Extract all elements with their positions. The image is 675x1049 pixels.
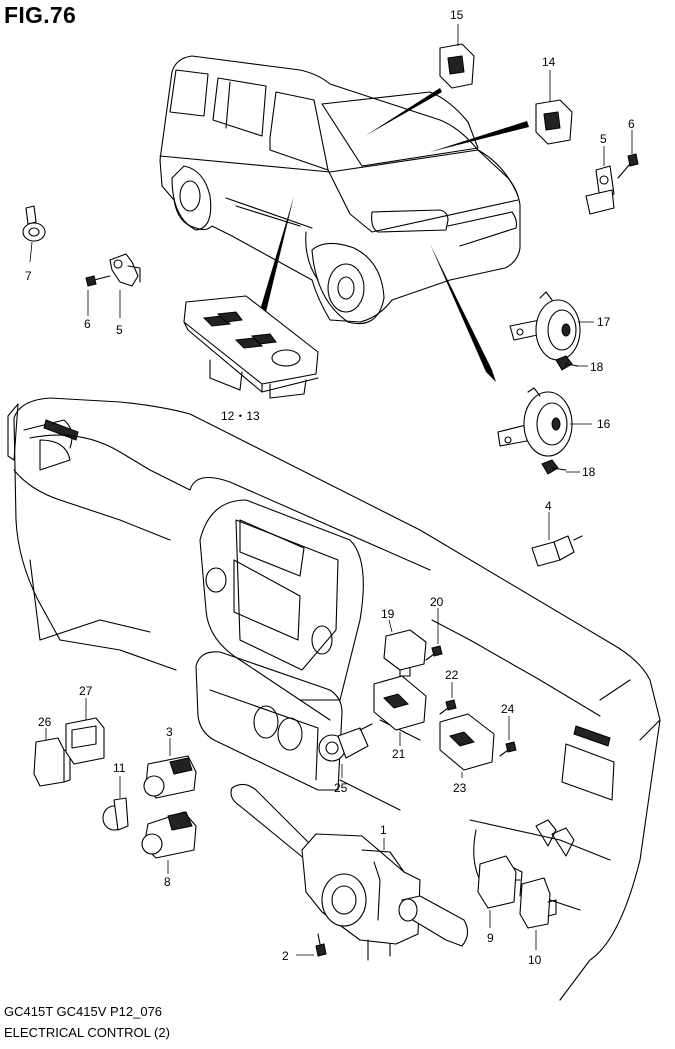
callout-12-13: 12・13 <box>221 409 260 423</box>
callout-26: 26 <box>38 715 52 729</box>
callout-16: 16 <box>597 417 611 431</box>
part-10-switch <box>519 877 557 950</box>
callout-7: 7 <box>25 269 32 283</box>
callout-21: 21 <box>392 747 406 761</box>
part-2-screw <box>296 933 327 957</box>
part-22-screw <box>439 682 457 715</box>
dashboard-illustration <box>7 397 661 1001</box>
callout-3: 3 <box>166 725 173 739</box>
callout-22: 22 <box>445 668 459 682</box>
part-24-screw <box>499 716 517 757</box>
callout-20: 20 <box>430 595 444 609</box>
callout-4: 4 <box>545 499 552 513</box>
callout-18-lower: 18 <box>582 465 596 479</box>
figure-title: FIG.76 <box>4 2 77 28</box>
part-26-plug <box>33 728 71 787</box>
part-5-sensor-right <box>585 146 615 215</box>
part-11-switch <box>102 776 129 831</box>
part-23-switch <box>439 713 495 778</box>
power-window-switch <box>183 295 319 399</box>
footer-model-code: GC415T GC415V P12_076 <box>4 1004 163 1019</box>
callout-25: 25 <box>334 781 348 795</box>
part-1-combination-switch <box>230 783 469 961</box>
callout-8: 8 <box>164 875 171 889</box>
callout-11: 11 <box>113 761 126 775</box>
part-17-horn <box>509 291 594 361</box>
callout-2: 2 <box>282 949 289 963</box>
callout-6-left: 6 <box>84 317 91 331</box>
part-18-bolt-lower <box>541 459 580 475</box>
callout-5-left: 5 <box>116 323 123 337</box>
footer-section-title: ELECTRICAL CONTROL (2) <box>4 1025 170 1040</box>
callout-18-upper: 18 <box>590 360 604 374</box>
part-4-switch <box>531 512 583 567</box>
van-illustration <box>159 55 529 382</box>
part-6-screw-left <box>85 275 111 316</box>
part-16-horn <box>497 387 592 457</box>
callout-labels: 1 2 3 4 5 5 6 6 7 8 9 10 11 12・13 14 15 … <box>25 8 635 967</box>
part-5-sensor-left <box>109 253 141 318</box>
part-7-sensor <box>22 205 46 263</box>
callout-10: 10 <box>528 953 542 967</box>
part-15-switch <box>439 24 475 89</box>
callout-27: 27 <box>79 684 93 698</box>
part-21-switch <box>373 675 427 746</box>
part-14-switch <box>535 70 573 145</box>
callout-17: 17 <box>597 315 611 329</box>
part-8-switch <box>141 811 197 874</box>
part-19-relay <box>383 619 427 677</box>
callout-6-right: 6 <box>628 117 635 131</box>
callout-1: 1 <box>380 823 387 837</box>
callout-14: 14 <box>542 55 556 69</box>
callout-5-right: 5 <box>600 132 607 146</box>
callout-9: 9 <box>487 931 494 945</box>
part-27-switch <box>65 698 105 765</box>
callout-24: 24 <box>501 702 515 716</box>
part-9-switch <box>477 855 523 928</box>
callout-15: 15 <box>450 8 464 22</box>
part-18-bolt-upper <box>555 355 588 371</box>
part-25-socket <box>318 723 373 778</box>
part-3-switch <box>143 738 197 799</box>
part-20-screw <box>425 608 443 661</box>
callout-23: 23 <box>453 781 467 795</box>
part-6-screw-right <box>617 130 639 179</box>
callout-19: 19 <box>381 607 395 621</box>
